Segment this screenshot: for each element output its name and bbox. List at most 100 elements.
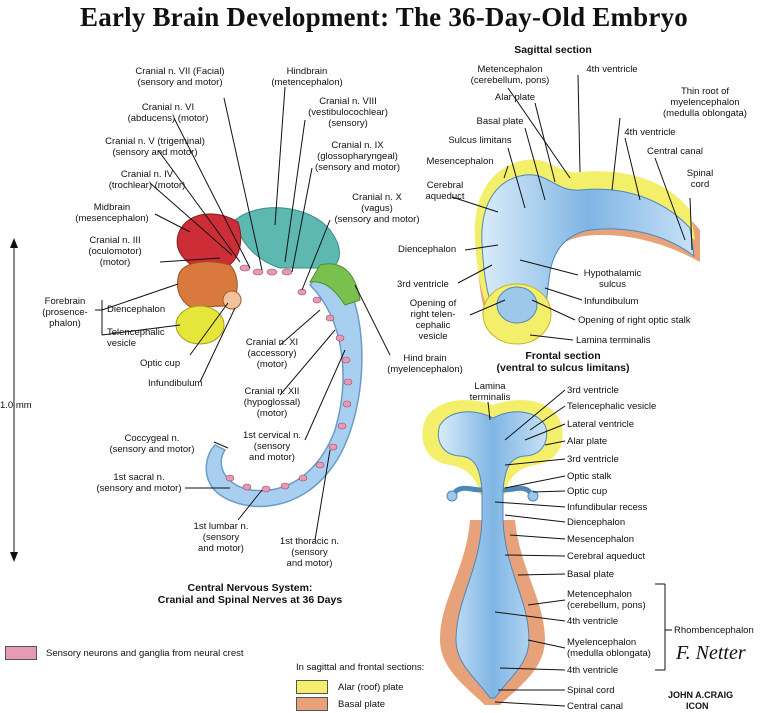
embryo-caption: Central Nervous System: Cranial and Spin…	[157, 582, 343, 606]
legend-label-alar: Alar (roof) plate	[338, 682, 404, 693]
ganglion-mark	[261, 485, 271, 493]
legend-swatch-sensory	[5, 646, 37, 660]
ganglion-mark	[266, 268, 278, 276]
frontal-label-4th-ventricle: 4th ventricle	[567, 616, 619, 627]
frontal-label-cerebral-aqueduct: Cerebral aqueduct	[567, 551, 646, 562]
frontal-label-3rd-ventricle-2: 3rd ventricle	[567, 454, 619, 465]
legend-label-sensory: Sensory neurons and ganglia from neural …	[46, 648, 244, 659]
diencephalon-region	[177, 261, 238, 308]
ganglion-mark	[341, 356, 351, 364]
credit-icon: ICON	[686, 701, 709, 711]
hindbrain-region	[234, 207, 340, 269]
frontal-header: Frontal section (ventral to sulcus limit…	[496, 350, 630, 374]
label-diencephalon: Diencephalon	[107, 304, 166, 315]
label-cranial-n7: Cranial n. VII (Facial) (sensory and mot…	[135, 66, 225, 88]
label-infundibulum: Infundibulum	[148, 378, 203, 389]
label-midbrain: Midbrain (mesencephalon)	[75, 202, 149, 224]
frontal-label-mesencephalon: Mesencephalon	[567, 534, 635, 545]
sagittal-label-diencephalon: Diencephalon	[398, 244, 457, 255]
label-1st-sacral: 1st sacral n. (sensory and motor)	[96, 472, 182, 494]
sagittal-label-mesencephalon: Mesencephalon	[426, 156, 494, 167]
label-cranial-n3: Cranial n. III (oculomotor) (motor)	[88, 235, 142, 268]
sagittal-section	[451, 74, 700, 345]
label-optic-cup: Optic cup	[140, 358, 181, 369]
label-cranial-n10: Cranial n. X (vagus) (sensory and motor)	[334, 192, 420, 225]
label-1st-thoracic: 1st thoracic n. (sensory and motor)	[279, 536, 340, 569]
ganglion-mark	[337, 422, 347, 430]
sagittal-label-opening-telencephalic: Opening of right telen- cephalic vesicle	[409, 298, 457, 342]
label-hind-brain-myelencephalon: Hind brain (myelencephalon)	[387, 353, 463, 375]
label-telencephalic-vesicle: Telencephalic vesicle	[107, 327, 165, 349]
frontal-label-telencephalic-vesicle: Telencephalic vesicle	[567, 401, 657, 412]
legend-swatch-alar	[296, 680, 328, 694]
legend-header: In sagittal and frontal sections:	[296, 662, 425, 673]
legend-label-basal: Basal plate	[338, 699, 386, 710]
ganglion-mark	[280, 482, 290, 490]
frontal-label-optic-cup: Optic cup	[567, 486, 608, 497]
telencephalic-vesicle-region	[175, 305, 225, 345]
ganglion-mark	[242, 483, 252, 491]
scale-label: 1.0 mm	[0, 400, 32, 411]
label-cranial-n11: Cranial n. XI (accessory) (motor)	[245, 337, 299, 370]
sagittal-label-basal-plate: Basal plate	[476, 116, 524, 127]
ganglion-mark	[343, 378, 353, 386]
frontal-optic-stalks	[453, 485, 532, 494]
ganglion-mark	[315, 461, 325, 469]
ganglion-mark	[281, 268, 293, 276]
frontal-label-basal-plate: Basal plate	[567, 569, 615, 580]
frontal-label-lamina-terminalis: Lamina terminalis	[469, 381, 511, 403]
frontal-label-myelencephalon: Myelencephalon (medulla oblongata)	[567, 637, 651, 659]
frontal-label-optic-stalk: Optic stalk	[567, 471, 612, 482]
frontal-section	[422, 389, 672, 707]
frontal-label-alar-plate: Alar plate	[567, 436, 608, 447]
sagittal-label-alar-plate: Alar plate	[494, 92, 536, 103]
embryo-figure	[10, 86, 391, 562]
myelencephalon-region	[309, 263, 361, 306]
label-cranial-n5: Cranial n. V (trigeminal) (sensory and m…	[105, 136, 205, 158]
frontal-label-central-canal: Central canal	[567, 701, 623, 712]
ganglion-mark	[325, 314, 335, 322]
label-hindbrain: Hindbrain (metencephalon)	[271, 66, 343, 88]
credit-john-craig: JOHN A.CRAIG	[668, 690, 734, 700]
ganglion-mark	[298, 474, 308, 482]
ganglion-mark	[225, 474, 235, 482]
frontal-label-lateral-ventricle: Lateral ventricle	[567, 419, 635, 430]
sagittal-label-cerebral-aqueduct: Cerebral aqueduct	[425, 180, 465, 202]
label-1st-lumbar: 1st lumbar n. (sensory and motor)	[193, 521, 249, 554]
sagittal-label-infundibulum: Infundibulum	[584, 296, 639, 307]
sagittal-label-thin-root: Thin root of myelencephalon (medulla obl…	[663, 86, 747, 119]
label-cranial-n8: Cranial n. VIII (vestibulocochlear) (sen…	[308, 96, 388, 129]
frontal-label-diencephalon: Diencephalon	[567, 517, 626, 528]
sagittal-label-metencephalon: Metencephalon (cerebellum, pons)	[470, 64, 550, 86]
label-cranial-n12: Cranial n. XII (hypoglossal) (motor)	[243, 386, 301, 419]
artist-signature: F. Netter	[676, 642, 746, 664]
sagittal-label-4th-ventricle-2: 4th ventricle	[624, 127, 676, 138]
sagittal-label-3rd-ventricle: 3rd ventricle	[397, 279, 449, 290]
label-cranial-n6: Cranial n. VI (abducens) (motor)	[127, 102, 209, 124]
frontal-label-3rd-ventricle: 3rd ventricle	[567, 385, 619, 396]
sagittal-label-opening-optic-stalk: Opening of right optic stalk	[578, 315, 691, 326]
sagittal-label-central-canal: Central canal	[647, 146, 703, 157]
sagittal-label-lamina-terminalis: Lamina terminalis	[576, 335, 651, 346]
midbrain-region	[176, 213, 242, 267]
ganglion-mark	[342, 400, 352, 408]
label-cranial-n9: Cranial n. IX (glossopharyngeal) (sensor…	[314, 140, 400, 173]
page-title: Early Brain Development: The 36-Day-Old …	[80, 2, 688, 32]
frontal-label-metencephalon: Metencephalon (cerebellum, pons)	[567, 589, 646, 611]
ganglion-mark	[252, 268, 264, 276]
label-forebrain: Forebrain (prosence- phalon)	[42, 296, 88, 329]
sagittal-label-hypothalamic-sulcus: Hypothalamic sulcus	[583, 268, 642, 290]
label-coccygeal: Coccygeal n. (sensory and motor)	[109, 433, 195, 455]
ganglion-mark	[312, 296, 322, 304]
frontal-label-4th-ventricle-2: 4th ventricle	[567, 665, 619, 676]
sagittal-label-spinal-cord: Spinal cord	[686, 168, 714, 190]
legend-swatch-basal	[296, 697, 328, 711]
label-cranial-n4: Cranial n. IV (trochlear) (motor)	[108, 169, 186, 191]
label-1st-cervical: 1st cervical n. (sensory and motor)	[242, 430, 302, 463]
frontal-label-rhombencephalon: Rhombencephalon	[674, 625, 754, 636]
frontal-label-spinal-cord: Spinal cord	[567, 685, 615, 696]
sagittal-label-4th-ventricle: 4th ventricle	[586, 64, 638, 75]
ganglion-mark	[328, 443, 338, 451]
sagittal-header: Sagittal section	[514, 44, 592, 56]
